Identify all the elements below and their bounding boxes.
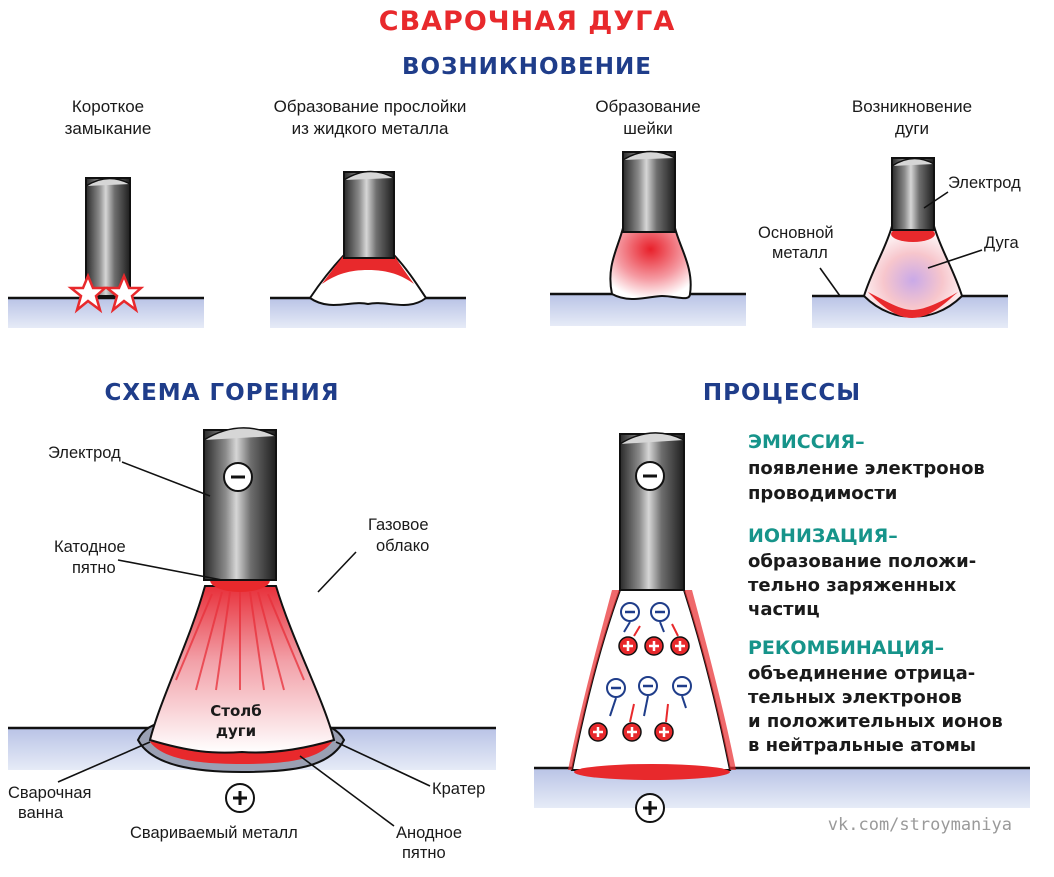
electrode-rod (891, 157, 935, 231)
label-arc-column-line1: Столб (210, 702, 261, 720)
def-recombination-line2: тельных электронов (748, 687, 962, 708)
stage-2-caption-line2: из жидкого металла (292, 119, 449, 138)
label-arc-column-line2: дуги (216, 722, 256, 740)
weld-pool (868, 292, 958, 318)
arc-rays (175, 591, 305, 691)
def-recombination-line4: в нейтральные атомы (748, 735, 976, 756)
base-metal-plate (550, 294, 746, 326)
base-metal-plate (8, 298, 204, 328)
main-title: СВАРОЧНАЯ ДУГА (379, 6, 676, 37)
arc-column (148, 585, 336, 754)
stage-2-caption-line1: Образование прослойки (274, 97, 467, 116)
processes-title: ПРОЦЕССЫ (703, 380, 861, 406)
stage-1-caption-line2: замыкание (65, 119, 152, 138)
def-recombination-line1: объединение отрица- (748, 663, 975, 684)
electrode-rod (622, 151, 676, 233)
electrode-rod (343, 171, 395, 259)
stage-4-caption-line2: дуги (895, 119, 929, 138)
stage-2-molten-layer (270, 170, 466, 328)
particle-pair (588, 676, 692, 742)
electrode-rod (619, 433, 685, 591)
particle-pair (618, 602, 641, 656)
label-welded-metal: Свариваемый металл (130, 824, 298, 842)
anode-zone (574, 764, 730, 780)
label-gas-cloud-line2: облако (376, 537, 429, 555)
stage-3-neck (550, 150, 746, 326)
label-weld-pool-line2: ванна (18, 804, 64, 822)
subtitle-initiation: ВОЗНИКНОВЕНИЕ (402, 54, 652, 80)
process-definitions: ЭМИССИЯ– появление электронов проводимос… (748, 431, 1003, 756)
watermark: vk.com/stroymaniya (828, 815, 1012, 835)
def-ionization-line3: частиц (748, 599, 820, 620)
term-emission: ЭМИССИЯ– (748, 431, 865, 453)
label-anode-spot-line2: пятно (402, 844, 446, 862)
spark-icon (67, 272, 109, 314)
stage-4-caption-line1: Возникновение (852, 97, 972, 116)
label-anode-spot-line1: Анодное (396, 824, 462, 842)
label-base-metal-line2: металл (772, 244, 828, 262)
label-crater: Кратер (432, 780, 485, 798)
molten-neck (609, 227, 692, 301)
stage-captions: Короткое замыкание Образование прослойки… (65, 97, 972, 138)
term-ionization: ИОНИЗАЦИЯ– (748, 525, 898, 547)
processes-scheme: ЭМИССИЯ– появление электронов проводимос… (534, 431, 1030, 823)
spark-icon (103, 272, 145, 314)
label-cathode-spot-line1: Катодное (54, 538, 126, 556)
molten-layer (322, 255, 414, 284)
def-ionization-line2: тельно заряженных (748, 575, 957, 596)
particle-pair (644, 602, 690, 656)
term-recombination: РЕКОМБИНАЦИЯ– (748, 637, 944, 659)
def-emission-line2: проводимости (748, 483, 897, 504)
def-emission-line1: появление электронов (748, 458, 985, 479)
stage-1-caption-line1: Короткое (72, 97, 144, 116)
label-cathode-spot-line2: пятно (72, 559, 116, 577)
def-ionization-line1: образование положи- (748, 551, 976, 572)
burning-scheme-title: СХЕМА ГОРЕНИЯ (104, 380, 339, 406)
label-electrode: Электрод (48, 444, 121, 462)
electron-ion-pairs (588, 602, 692, 742)
label-electrode: Электрод (948, 174, 1021, 192)
stage-3-caption-line1: Образование (595, 97, 700, 116)
label-gas-cloud-line1: Газовое (368, 516, 429, 534)
stage-4-arc-initiation: Электрод Дуга Основной металл (758, 157, 1021, 328)
def-recombination-line3: и положительных ионов (748, 711, 1003, 732)
electrode-rod (203, 429, 277, 581)
label-weld-pool-line1: Сварочная (8, 784, 91, 802)
burning-scheme: Электрод Катодное пятно Газовое облако С… (8, 427, 496, 862)
stage-3-caption-line2: шейки (623, 119, 673, 138)
label-arc: Дуга (984, 234, 1019, 252)
label-base-metal-line1: Основной (758, 224, 834, 242)
stage-1-short-circuit (8, 177, 204, 328)
